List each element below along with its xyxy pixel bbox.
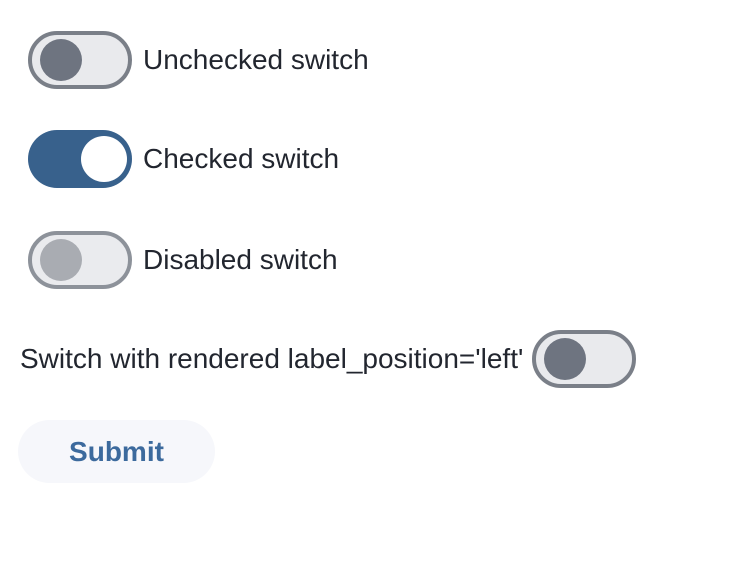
switch-row-label-left: Switch with rendered label_position='lef… xyxy=(20,330,637,388)
switch-label: Disabled switch xyxy=(143,244,338,276)
switch-knob xyxy=(40,239,82,281)
switch-row-unchecked: Unchecked switch xyxy=(28,31,369,89)
switch-label: Unchecked switch xyxy=(143,44,369,76)
label-left-switch-toggle[interactable] xyxy=(532,330,637,388)
switch-label: Checked switch xyxy=(143,143,340,175)
disabled-switch-toggle xyxy=(28,231,132,289)
switch-knob xyxy=(81,136,127,182)
submit-button[interactable]: Submit xyxy=(18,420,215,483)
switch-knob xyxy=(544,338,587,380)
switch-row-checked: Checked switch xyxy=(28,130,339,188)
switch-label: Switch with rendered label_position='lef… xyxy=(20,343,524,375)
switch-knob xyxy=(40,39,82,81)
unchecked-switch-toggle[interactable] xyxy=(28,31,132,89)
checked-switch-toggle[interactable] xyxy=(28,130,132,188)
switch-row-disabled: Disabled switch xyxy=(28,231,338,289)
